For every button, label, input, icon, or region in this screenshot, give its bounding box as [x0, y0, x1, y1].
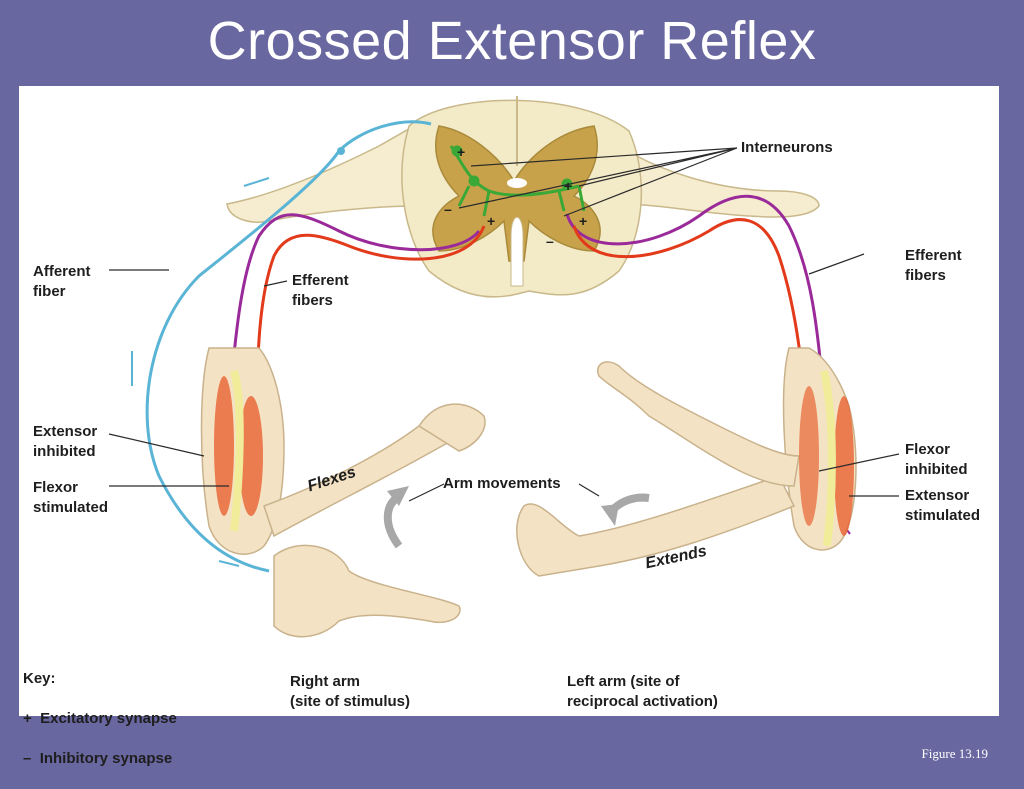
interneurons [449, 145, 586, 217]
synapse-minus-left: – [444, 201, 452, 217]
key-label-inhibitory: Inhibitory synapse [39, 750, 173, 767]
key-label-excitatory: Excitatory synapse [40, 710, 177, 727]
right-arm-label: Right arm (site of stimulus) [290, 673, 411, 710]
afferent-fiber [145, 120, 432, 573]
extensor-inhibited-label: Extensor inhibited [33, 423, 98, 460]
extensor-stimulated-label: Extensor stimulated [905, 487, 981, 524]
reflex-diagram [108, 96, 900, 638]
flexor-inhibited-label: Flexor inhibited [905, 441, 968, 478]
figure-caption: Figure 13.19 [921, 746, 988, 761]
key-symbol-minus: – [23, 750, 32, 767]
flexor-stimulated-label: Flexor stimulated [33, 479, 109, 516]
synapse-plus-top: + [457, 144, 466, 160]
key-legend: Key: + Excitatory synapse – Inhibitory s… [23, 649, 177, 789]
key-heading: Key: [23, 670, 56, 687]
synapse-plus-right: + [579, 213, 588, 229]
slide-title: Crossed Extensor Reflex [207, 11, 817, 71]
afferent-fiber-label: Afferent fiber [33, 263, 91, 300]
efferent-fibers-left-label: Efferent fibers [292, 272, 349, 309]
key-item-excitatory: + Excitatory synapse [23, 709, 177, 729]
key-item-inhibitory: – Inhibitory synapse [23, 749, 177, 769]
label-leaders [108, 147, 900, 502]
efferent-fibers-right-label: Efferent fibers [905, 247, 962, 284]
interneurons-label: Interneurons [741, 139, 833, 156]
key-symbol-plus: + [23, 710, 32, 727]
left-arm-illustration [516, 347, 857, 577]
right-arm-illustration [200, 347, 486, 638]
arm-movements-label: Arm movements [443, 475, 561, 492]
synapse-plus-left: + [487, 213, 496, 229]
reflex-figure: + + – + – + Interneurons Afferent fiber … [19, 86, 999, 767]
synapse-minus-right: – [546, 233, 554, 249]
left-arm-label: Left arm (site of reciprocal activation) [567, 673, 718, 710]
synapse-plus-mid: + [564, 178, 573, 194]
